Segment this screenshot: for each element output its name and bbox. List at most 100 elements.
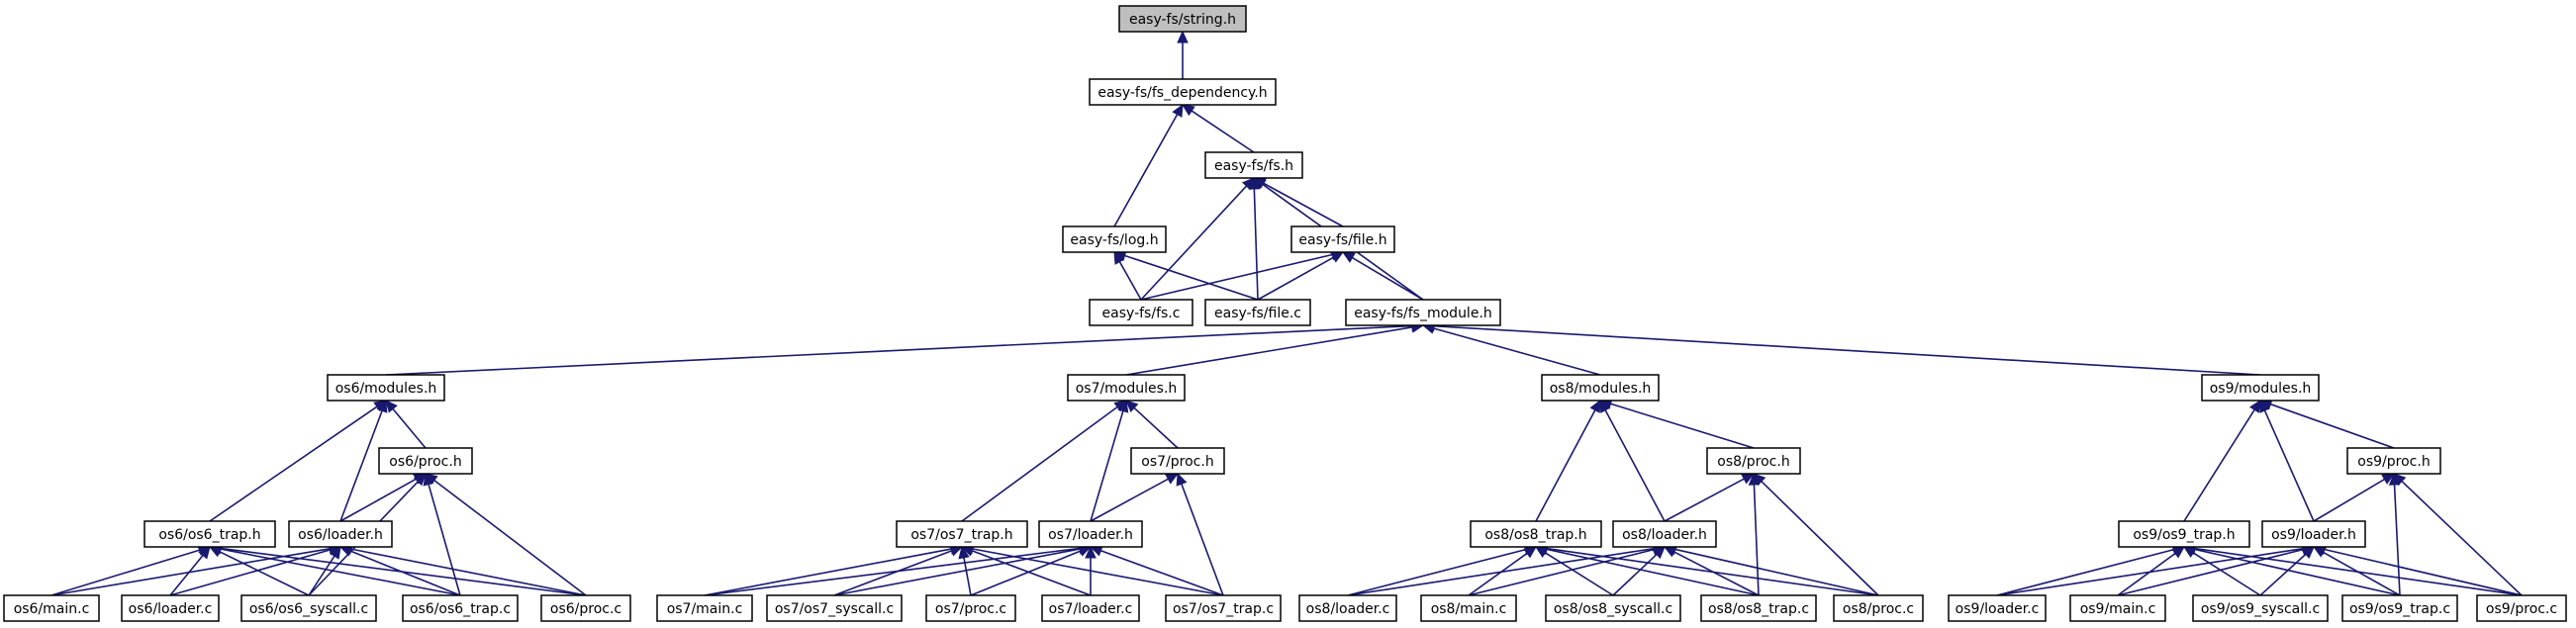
node-os9-loader-c[interactable]: os9/loader.c — [1948, 594, 2047, 622]
node-os8-main-c[interactable]: os8/main.c — [1420, 594, 1517, 622]
edge-line — [2393, 484, 2401, 596]
edge-line — [1133, 406, 1179, 449]
node-os9-loader-h[interactable]: os9/loader.h — [2261, 520, 2366, 548]
node-string-h[interactable]: easy-fs/string.h — [1118, 5, 1247, 33]
node-label: os9/os9_trap.c — [2349, 601, 2450, 617]
node-fs-h[interactable]: easy-fs/fs.h — [1204, 151, 1303, 179]
node-os7-proc-c[interactable]: os7/proc.c — [925, 594, 1016, 622]
node-os6-proc-c[interactable]: os6/proc.c — [540, 594, 631, 622]
node-os6-main-c[interactable]: os6/main.c — [3, 594, 100, 622]
edge-line — [1761, 481, 1879, 596]
edge-os6_main_c-to-os6_trap_h — [50, 544, 212, 596]
edge-file_c-to-log_h — [1112, 250, 1259, 301]
node-os9-trap-c[interactable]: os9/os9_trap.c — [2341, 594, 2458, 622]
node-log-h[interactable]: easy-fs/log.h — [1062, 225, 1167, 253]
node-fs-module-h[interactable]: easy-fs/fs_module.h — [1345, 299, 1501, 326]
node-box — [121, 594, 220, 622]
node-label: easy-fs/string.h — [1129, 12, 1236, 28]
node-os6-trap-c[interactable]: os6/os6_trap.c — [402, 594, 519, 622]
edge-line — [169, 555, 204, 596]
node-os7-syscall-c[interactable]: os7/os7_syscall.c — [766, 594, 903, 622]
node-os7-main-c[interactable]: os7/main.c — [656, 594, 753, 622]
arrowhead-icon — [2393, 473, 2407, 487]
node-label: os6/os6_syscall.c — [249, 601, 368, 617]
edge-os7_trap_h-to-os7_modules_h — [961, 400, 1127, 522]
node-os8-syscall-c[interactable]: os8/os8_syscall.c — [1545, 594, 1681, 622]
node-os6-proc-h[interactable]: os6/proc.h — [378, 447, 473, 475]
node-os7-proc-h[interactable]: os7/proc.h — [1130, 447, 1225, 475]
node-os7-loader-h[interactable]: os7/loader.h — [1038, 520, 1143, 548]
edge-line — [169, 549, 331, 596]
node-os6-loader-c[interactable]: os6/loader.c — [121, 594, 220, 622]
edge-line — [1674, 548, 1879, 596]
edge-os7_proc_c-to-os7_trap_h — [958, 545, 972, 596]
edge-os6_syscall_c-to-os6_loader_h — [308, 545, 341, 596]
node-label: os9/proc.c — [2486, 601, 2557, 617]
edge-line — [1125, 326, 1413, 376]
edge-line — [2313, 478, 2385, 522]
node-os8-loader-h[interactable]: os8/loader.h — [1612, 520, 1717, 548]
edge-os7_trap_c-to-os7_proc_h — [1176, 472, 1224, 596]
node-label: os6/loader.h — [298, 527, 383, 543]
node-os8-loader-c[interactable]: os8/loader.c — [1298, 594, 1397, 622]
node-os9-modules-h[interactable]: os9/modules.h — [2201, 374, 2320, 402]
edge-os6_proc_c-to-os6_proc_h — [425, 473, 587, 596]
edge-line — [1673, 551, 1760, 596]
node-os6-modules-h[interactable]: os6/modules.h — [327, 374, 445, 402]
node-os7-modules-h[interactable]: os7/modules.h — [1067, 374, 1186, 402]
edge-line — [433, 480, 587, 596]
node-os6-trap-h[interactable]: os6/os6_trap.h — [143, 520, 276, 548]
node-os8-modules-h[interactable]: os8/modules.h — [1541, 374, 1660, 402]
node-label: os8/proc.h — [1717, 454, 1789, 470]
edge-os6_trap_c-to-os6_loader_h — [338, 545, 461, 596]
node-os8-trap-c[interactable]: os8/os8_trap.c — [1700, 594, 1817, 622]
node-fs-c[interactable]: easy-fs/fs.c — [1089, 299, 1193, 326]
node-os9-syscall-c[interactable]: os9/os9_syscall.c — [2192, 594, 2329, 622]
node-os9-proc-c[interactable]: os9/proc.c — [2476, 594, 2567, 622]
edge-line — [350, 548, 587, 596]
node-os7-trap-c[interactable]: os7/os7_trap.c — [1165, 594, 1282, 622]
arrowhead-icon — [1125, 400, 1139, 413]
node-label: easy-fs/file.c — [1214, 306, 1301, 321]
node-box — [1089, 78, 1277, 106]
arrowhead-icon — [1589, 399, 1601, 413]
node-os6-syscall-c[interactable]: os6/os6_syscall.c — [240, 594, 377, 622]
edge-os8_main_c-to-os8_trap_h — [1468, 546, 1537, 596]
edge-line — [963, 557, 972, 596]
arrowhead-icon — [1117, 399, 1129, 413]
edge-line — [1753, 484, 1760, 596]
node-os7-trap-h[interactable]: os7/os7_trap.h — [896, 520, 1028, 548]
node-os9-main-c[interactable]: os9/main.c — [2069, 594, 2166, 622]
node-box — [1038, 520, 1143, 548]
node-box — [2118, 520, 2250, 548]
edge-line — [50, 549, 200, 596]
node-label: easy-fs/fs.h — [1214, 158, 1293, 174]
arrowhead-icon — [958, 545, 970, 560]
edge-os8_trap_h-to-os8_modules_h — [1535, 399, 1601, 522]
node-label: os9/os9_trap.h — [2133, 527, 2235, 543]
node-os8-proc-c[interactable]: os8/proc.c — [1833, 594, 1924, 622]
node-os8-trap-h[interactable]: os8/os8_trap.h — [1470, 520, 1602, 548]
node-os7-loader-c[interactable]: os7/loader.c — [1041, 594, 1140, 622]
node-box — [288, 520, 393, 548]
node-file-h[interactable]: easy-fs/file.h — [1290, 225, 1395, 253]
node-os8-proc-h[interactable]: os8/proc.h — [1706, 447, 1801, 475]
nodes-layer: easy-fs/string.h easy-fs/fs_dependency.he… — [3, 5, 2567, 622]
node-os9-trap-h[interactable]: os9/os9_trap.h — [2118, 520, 2250, 548]
node-label: easy-fs/fs_module.h — [1354, 306, 1492, 321]
node-os6-loader-h[interactable]: os6/loader.h — [288, 520, 393, 548]
edge-line — [1113, 114, 1179, 227]
node-label: os7/proc.c — [935, 601, 1006, 617]
node-fs-dependency-h[interactable]: easy-fs/fs_dependency.h — [1089, 78, 1277, 106]
node-label: os7/loader.c — [1049, 601, 1133, 617]
node-label: os8/os8_trap.h — [1484, 527, 1586, 543]
edge-file_c-to-fs_h — [1248, 176, 1261, 301]
edge-line — [704, 547, 1081, 596]
node-file-c[interactable]: easy-fs/file.c — [1204, 299, 1311, 326]
node-box — [1706, 447, 1801, 475]
edge-line — [2117, 552, 2176, 596]
node-os9-proc-h[interactable]: os9/proc.h — [2346, 447, 2441, 475]
edge-os7_main_c-to-os7_trap_h — [704, 543, 964, 596]
node-label: easy-fs/log.h — [1070, 232, 1158, 248]
